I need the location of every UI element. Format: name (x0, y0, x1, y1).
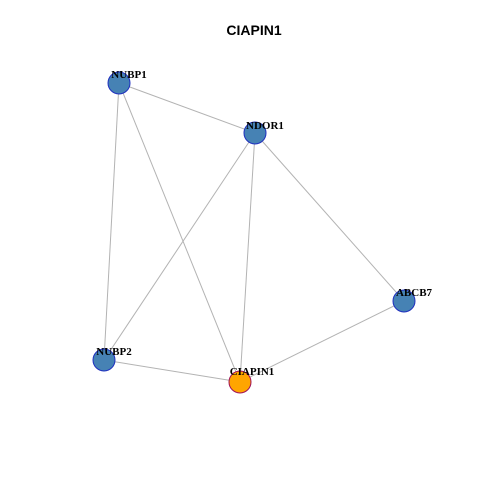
node-circle-ndor1 (243, 121, 267, 145)
node-abcb7: ABCB7 (392, 287, 433, 313)
node-label-ciapin1: CIAPIN1 (230, 366, 275, 378)
edge-layer (103, 82, 405, 383)
node-circle-nubp2 (92, 348, 116, 372)
edge-abcb7-ciapin1 (239, 300, 405, 383)
node-ndor1: NDOR1 (243, 120, 284, 145)
diagram-title: CIAPIN1 (226, 22, 281, 38)
node-circle-ciapin1 (228, 370, 252, 394)
edge-ndor1-ciapin1 (239, 132, 256, 383)
edge-nubp1-nubp2 (103, 82, 120, 361)
edge-nubp1-ciapin1 (118, 82, 241, 383)
edge-ndor1-abcb7 (254, 132, 405, 302)
node-circle-abcb7 (392, 289, 416, 313)
node-nubp1: NUBP1 (107, 69, 147, 95)
node-label-abcb7: ABCB7 (396, 287, 433, 299)
node-ciapin1: CIAPIN1 (228, 366, 275, 394)
edge-ndor1-nubp2 (103, 132, 256, 361)
node-nubp2: NUBP2 (92, 346, 132, 372)
node-label-nubp1: NUBP1 (111, 69, 146, 81)
edge-nubp1-ndor1 (118, 82, 256, 134)
node-label-nubp2: NUBP2 (96, 346, 132, 358)
node-circle-nubp1 (107, 71, 131, 95)
edge-nubp2-ciapin1 (103, 359, 241, 383)
node-label-ndor1: NDOR1 (246, 120, 284, 132)
